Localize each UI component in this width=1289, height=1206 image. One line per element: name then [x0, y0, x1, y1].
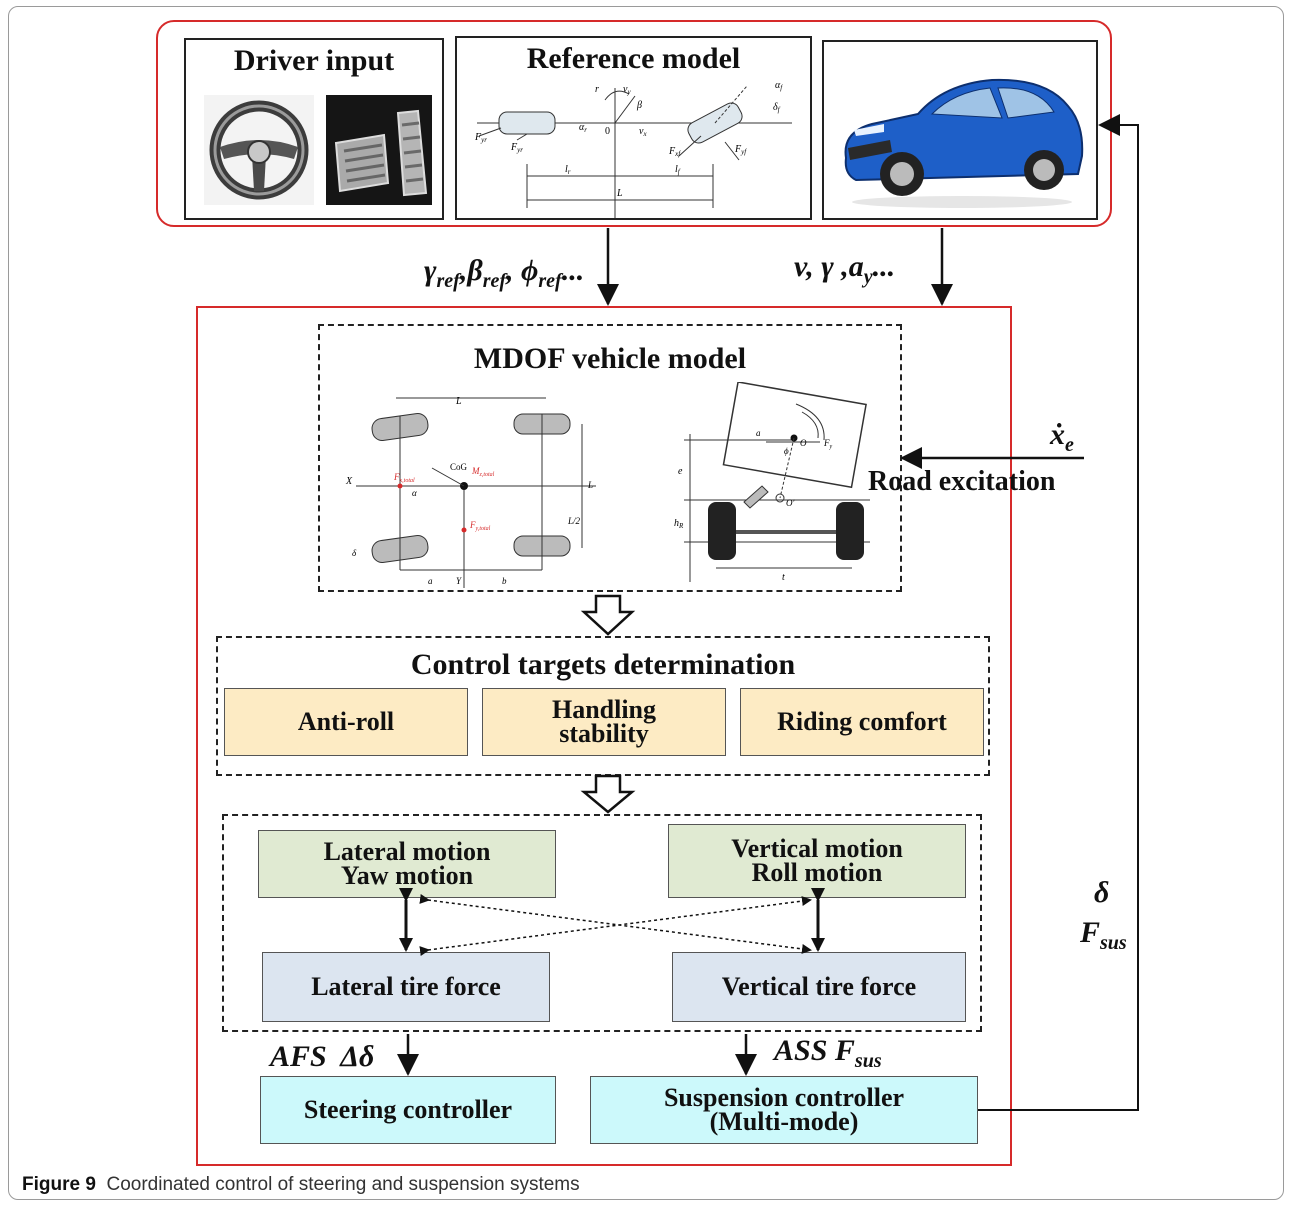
hollow-arrow-1	[580, 594, 636, 636]
reference-model-title: Reference model	[526, 42, 741, 75]
feedback-loop-arrow	[978, 114, 1139, 1111]
mdof-L-label: L	[455, 396, 462, 407]
ref-fyf-label: Fyf	[734, 144, 747, 156]
control-system-group	[196, 306, 1012, 1166]
driver-input-panel: Driver input	[184, 38, 444, 220]
mdof-fy-label: Fy,total	[469, 520, 491, 532]
ref-lf-label: lf	[675, 164, 681, 176]
steering-wheel-icon	[204, 95, 314, 205]
ref-vx-label: vx	[639, 126, 647, 138]
target-riding-comfort: Riding comfort	[740, 688, 984, 756]
ass-label: ASS Fsus	[774, 1034, 882, 1072]
control-targets-title: Control targets determination	[410, 648, 796, 681]
motion-coupling-box	[222, 814, 982, 1032]
vertical-tire-force-box: Vertical tire force	[672, 952, 966, 1022]
target-anti-roll: Anti-roll	[224, 688, 468, 756]
ref-beta-label: β	[636, 100, 642, 111]
mdof-model-box: MDOF vehicle model L X Fx,total Mz,total…	[318, 324, 902, 592]
cross-coupling-arrow-2	[419, 896, 812, 956]
mdof-fx-label: Fx,total	[393, 472, 415, 484]
ref-fxf-label: Fxf	[668, 146, 681, 158]
mdof-a-label: a	[428, 576, 433, 586]
lateral-tire-force-box: Lateral tire force	[262, 952, 550, 1022]
reference-model-panel: Reference model Fyr Fyr αr r vy β vx 0 α…	[455, 36, 812, 220]
vehicle-panel	[822, 40, 1098, 220]
ref-fyr2-label: Fyr	[510, 142, 523, 154]
mdof-hr-label: hR	[674, 518, 684, 530]
ref-zero-label: 0	[605, 126, 610, 137]
ref-delta-f-label: δf	[773, 102, 781, 114]
ref-fyr-label: Fyr	[474, 132, 487, 144]
mdof-top-view-diagram: L X Fx,total Mz,total CoG Fy,total a b Y…	[345, 396, 596, 588]
steering-controller-box: Steering controller	[260, 1076, 556, 1144]
ref-alpha-r-label: αr	[579, 122, 587, 134]
feedback-delta-label: δ	[1094, 876, 1110, 909]
feedback-fsus-label: Fsus	[1080, 916, 1127, 954]
mdof-t-label: t	[782, 572, 785, 583]
mdof-phi-label: ϕ	[784, 446, 789, 456]
measured-signals-label: v, γ ,ay...	[794, 250, 896, 288]
suspension-controller-box: Suspension controller(Multi-mode)	[590, 1076, 978, 1144]
ref-lr-label: lr	[565, 164, 571, 176]
bicycle-model-diagram: Fyr Fyr αr r vy β vx 0 αf δf Fxf Fyf lr …	[474, 80, 792, 218]
mdof-O-label: O	[800, 438, 807, 448]
mdof-alpha-label: α	[412, 488, 417, 498]
figure-caption: Figure 9 Coordinated control of steering…	[22, 1174, 580, 1195]
mdof-Oprime-label: O'	[786, 498, 795, 508]
ref-vy-label: vy	[623, 84, 631, 96]
mdof-mz-label: Mz,total	[471, 466, 495, 478]
mdof-lw2-label: L/2	[567, 516, 581, 526]
mdof-cog-label: CoG	[450, 462, 468, 472]
ref-L-label: L	[616, 188, 623, 199]
road-excitation-symbol: ẋe	[1050, 418, 1074, 456]
ref-r-label: r	[595, 84, 599, 95]
control-targets-box: Control targets determination	[216, 636, 990, 776]
driver-input-title: Driver input	[233, 44, 395, 77]
road-excitation-label: Road excitation	[868, 466, 1056, 497]
mdof-b-label: b	[502, 576, 507, 586]
mdof-X-label: X	[345, 476, 353, 487]
reference-signals-label: γref,βref, ϕref...	[424, 254, 585, 292]
mdof-fy2-label: Fy	[823, 438, 833, 450]
mdof-ay-label: a	[756, 428, 761, 438]
figure-frame	[8, 6, 1284, 1200]
afs-label: AFS Δδ	[270, 1040, 375, 1073]
car-image	[844, 78, 1084, 208]
hollow-arrow-2	[580, 774, 636, 814]
mdof-rear-view-diagram: e hR t O O' a ϕ Fy	[674, 382, 870, 583]
mdof-e-label: e	[678, 466, 683, 477]
mdof-title: MDOF vehicle model	[473, 342, 747, 375]
pedals-icon	[326, 95, 432, 205]
mdof-delta-label: δ	[352, 548, 357, 558]
ref-alpha-f-label: αf	[775, 80, 783, 92]
mdof-Y-label: Y	[456, 576, 462, 586]
mdof-lw-label: L	[587, 480, 593, 490]
